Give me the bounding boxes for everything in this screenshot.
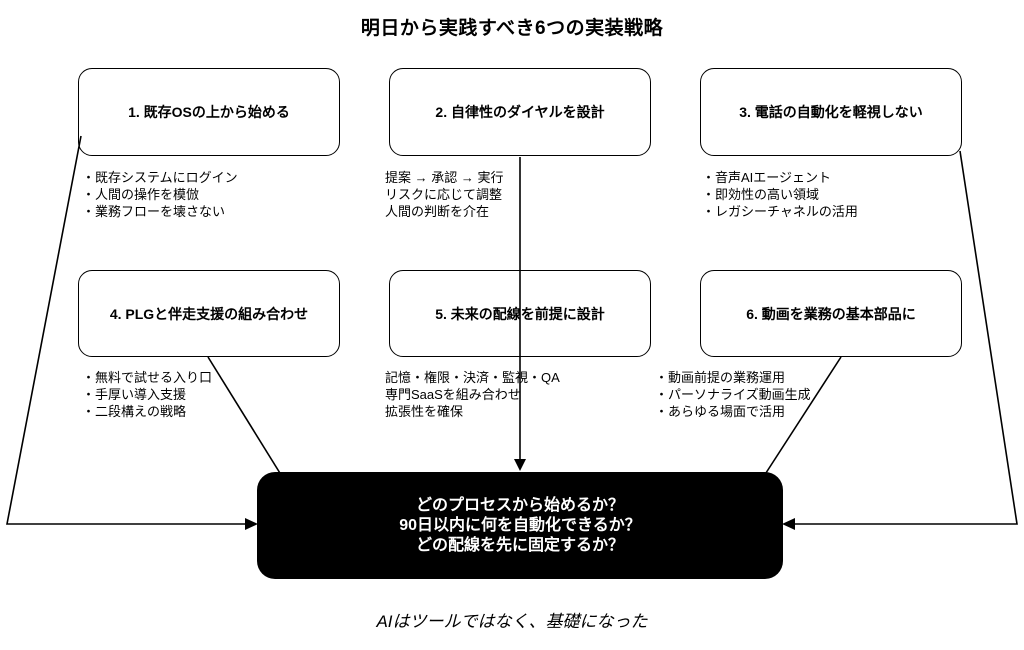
strategy-box-2-title: 2. 自律性のダイヤルを設計 xyxy=(435,104,605,120)
note-line: ・二段構えの戦略 xyxy=(82,404,187,419)
strategy-box-3-title: 3. 電話の自動化を軽視しない xyxy=(739,104,923,120)
note-line: ・業務フローを壊さない xyxy=(82,204,226,219)
strategy-box-6: 6. 動画を業務の基本部品に xyxy=(700,270,962,357)
strategy-notes-4: ・無料で試せる入り口 ・手厚い導入支援 ・二段構えの戦略 xyxy=(82,369,212,420)
note-line: リスクに応じて調整 xyxy=(385,187,503,202)
strategy-box-1: 1. 既存OSの上から始める xyxy=(78,68,340,156)
note-line: ・既存システムにログイン xyxy=(82,170,238,185)
bottom-caption: AIはツールではなく、基礎になった xyxy=(376,612,648,631)
strategy-notes-1: ・既存システムにログイン ・人間の操作を模倣 ・業務フローを壊さない xyxy=(82,169,238,220)
note-line: ・動画前提の業務運用 xyxy=(655,370,786,385)
key-question-line: 90日以内に何を自動化できるか？ xyxy=(399,516,641,534)
note-line: 拡張性を確保 xyxy=(385,404,464,419)
key-question-line: どの配線を先に固定するか？ xyxy=(415,536,624,554)
strategy-box-4: 4. PLGと伴走支援の組み合わせ xyxy=(78,270,340,357)
strategy-box-4-title: 4. PLGと伴走支援の組み合わせ xyxy=(109,305,309,322)
note-line: ・人間の操作を模倣 xyxy=(82,187,200,202)
strategy-box-5-title: 5. 未来の配線を前提に設計 xyxy=(435,305,605,322)
note-line: ・無料で試せる入り口 xyxy=(82,370,213,385)
diagram-title: 明日から実践すべき6つの実装戦略 xyxy=(360,18,664,39)
arrowhead-right-side xyxy=(782,518,795,530)
note-line: 専門SaaSを組み合わせ xyxy=(385,387,521,402)
strategy-box-6-title: 6. 動画を業務の基本部品に xyxy=(746,305,916,322)
note-line: ・レガシーチャネルの活用 xyxy=(702,204,858,219)
arrowhead-top-center xyxy=(514,459,526,471)
note-line: 提案 → 承認 → 実行 xyxy=(385,170,504,185)
strategy-box-5: 5. 未来の配線を前提に設計 xyxy=(389,270,651,357)
strategy-notes-3: ・音声AIエージェント ・即効性の高い領域 ・レガシーチャネルの活用 xyxy=(702,169,858,220)
note-line: ・即効性の高い領域 xyxy=(702,187,820,202)
strategy-notes-6: ・動画前提の業務運用 ・パーソナライズ動画生成 ・あらゆる場面で活用 xyxy=(655,369,811,420)
key-question-line: どのプロセスから始めるか？ xyxy=(415,496,624,514)
arrow-line-box4-to-center xyxy=(207,356,284,479)
note-line: ・音声AIエージェント xyxy=(702,170,832,185)
strategy-box-3: 3. 電話の自動化を軽視しない xyxy=(700,68,962,156)
note-line: 人間の判断を介在 xyxy=(385,204,490,219)
key-questions-box: どのプロセスから始めるか？ 90日以内に何を自動化できるか？ どの配線を先に固定… xyxy=(257,472,783,579)
strategy-box-1-title: 1. 既存OSの上から始める xyxy=(128,104,290,120)
note-line: ・あらゆる場面で活用 xyxy=(655,404,786,419)
strategy-notes-2: 提案 → 承認 → 実行 リスクに応じて調整 人間の判断を介在 xyxy=(385,169,503,220)
strategy-box-2: 2. 自律性のダイヤルを設計 xyxy=(389,68,651,156)
note-line: ・手厚い導入支援 xyxy=(82,387,187,402)
strategy-notes-5: 記憶・権限・決済・監視・QA 専門SaaSを組み合わせ 拡張性を確保 xyxy=(385,369,560,420)
note-line: ・パーソナライズ動画生成 xyxy=(655,387,811,402)
note-line: 記憶・権限・決済・監視・QA xyxy=(385,370,560,385)
